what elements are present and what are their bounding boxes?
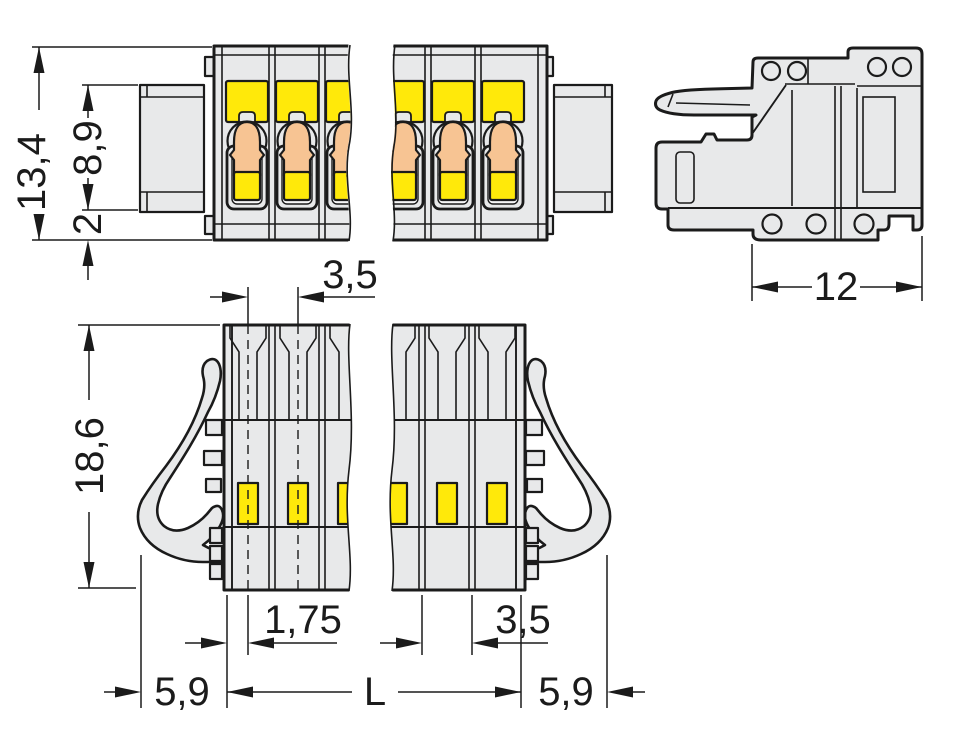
- break-line: [389, 323, 396, 592]
- hole: [760, 60, 782, 82]
- dim-label-hook-right: 5,9: [538, 670, 594, 714]
- hole: [891, 56, 913, 78]
- dim-total-height: 13,4: [10, 46, 212, 241]
- front-view-right-flange: [552, 83, 614, 214]
- latch-lever-detail: [667, 93, 751, 108]
- hole: [761, 213, 783, 235]
- dim-housing-height: 18,6: [68, 324, 220, 589]
- dim-label-total-length: L: [364, 670, 386, 714]
- dim-bottom-offset: 2: [66, 213, 110, 280]
- hole: [805, 213, 827, 235]
- top-view-left-half: [222, 323, 352, 592]
- side-view: [654, 46, 924, 242]
- break-line: [391, 44, 397, 242]
- dim-label-depth: 12: [814, 265, 859, 309]
- dim-label-pole-pitch: 3,5: [322, 253, 378, 297]
- dim-label-last-pole-pitch: 3,5: [495, 598, 551, 642]
- hole: [786, 60, 808, 82]
- dim-edge-to-pole: 1,75: [185, 595, 342, 708]
- dim-depth: 12: [751, 236, 923, 309]
- mounting-hook-left: [136, 357, 225, 581]
- dim-hook-right: 5,9: [538, 555, 645, 714]
- dim-flange-height: 8,9: [66, 84, 138, 211]
- dim-label-edge-to-pole: 1,75: [264, 598, 342, 642]
- dim-total-length: L: [227, 595, 522, 714]
- dim-label-flange-height: 8,9: [66, 120, 110, 176]
- hole: [866, 56, 888, 78]
- side-view-outline: [654, 46, 924, 242]
- top-view-right-half: [390, 323, 527, 592]
- dim-label-hook-left: 5,9: [154, 670, 210, 714]
- dim-label-housing-height: 18,6: [68, 417, 112, 495]
- dim-label-total-height: 13,4: [10, 133, 54, 211]
- dim-label-bottom-offset: 2: [66, 213, 110, 235]
- front-view-left-flange: [138, 83, 206, 214]
- dim-pole-pitch: 3,5: [210, 253, 378, 325]
- mounting-hook-right: [523, 357, 612, 581]
- top-view: [136, 323, 612, 592]
- hole: [853, 213, 875, 235]
- front-view-right-half: [391, 44, 549, 242]
- break-line: [346, 44, 353, 242]
- dim-last-pole-pitch: 3,5: [380, 595, 551, 655]
- break-line: [346, 323, 353, 592]
- front-view: [138, 44, 614, 242]
- front-view-left-half: [212, 44, 351, 242]
- dim-hook-left: 5,9: [104, 555, 210, 714]
